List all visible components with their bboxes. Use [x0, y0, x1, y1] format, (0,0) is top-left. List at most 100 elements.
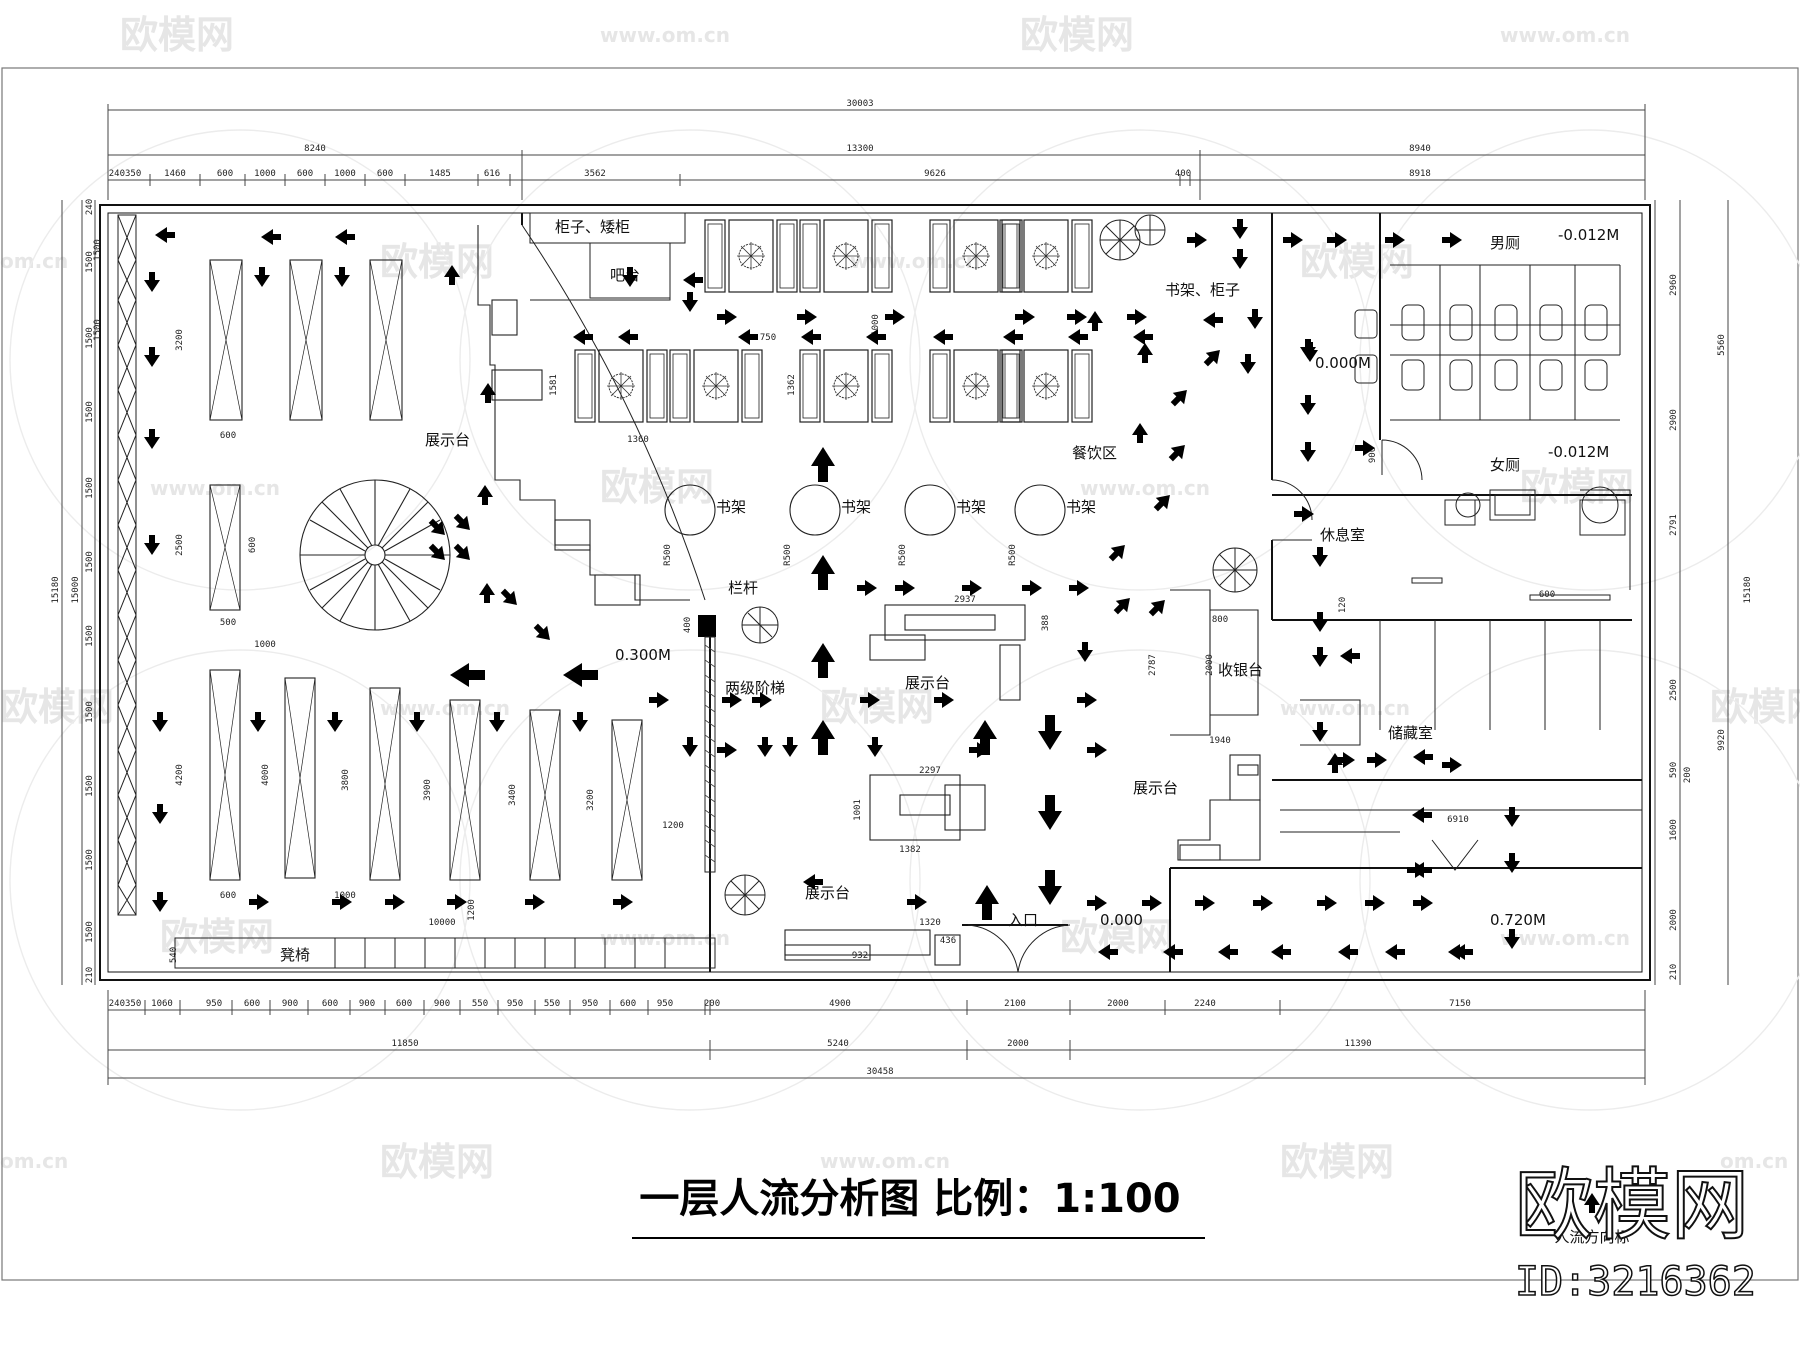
svg-text:欧模网: 欧模网: [1520, 465, 1634, 509]
dimension-label: 15000: [71, 576, 81, 603]
flow-arrow: [1453, 944, 1473, 960]
flow-arrow: [1294, 506, 1314, 522]
dimension-label: 1940: [1209, 736, 1231, 746]
dimension-label: 1600: [1669, 819, 1679, 841]
flow-arrow: [447, 894, 467, 910]
people-flow-arrows: [144, 219, 1520, 960]
plants: [724, 214, 1619, 916]
flow-arrow: [1413, 895, 1433, 911]
dimension-label: 950: [507, 999, 523, 1009]
dimension-label: 1362: [787, 374, 797, 396]
svg-text:om.cn: om.cn: [0, 1149, 68, 1173]
bookshelf-cross: [209, 259, 243, 421]
flow-arrow: [682, 737, 698, 757]
dimension-label: 1460: [164, 169, 186, 179]
flow-arrow-major: [975, 885, 999, 920]
bookshelf-cross: [209, 669, 241, 881]
svg-text:-0.012M: -0.012M: [1558, 226, 1619, 244]
flow-arrow: [530, 620, 556, 646]
flow-arrow: [867, 737, 883, 757]
svg-text:欧模网: 欧模网: [1020, 13, 1134, 57]
dimension-label: 3562: [584, 169, 606, 179]
dimension-label: 1500: [85, 327, 95, 349]
bookshelf-cross: [529, 709, 561, 881]
dimension-label: 7150: [1449, 999, 1471, 1009]
flow-arrow: [1340, 648, 1360, 664]
svg-text:餐饮区: 餐饮区: [1072, 444, 1117, 462]
flow-arrow: [1218, 944, 1238, 960]
dimension-label: 1500: [93, 239, 103, 261]
dimension-label: 540: [169, 947, 179, 963]
restroom-fixtures: [1354, 264, 1621, 481]
flow-arrow: [1253, 895, 1273, 911]
flow-arrow: [613, 894, 633, 910]
flow-arrow: [1312, 647, 1328, 667]
dimension-label: 2900: [1669, 409, 1679, 431]
bookshelf-cross: [369, 687, 401, 881]
svg-text:www.om.cn: www.om.cn: [150, 476, 280, 500]
dimension-label: 2937: [954, 595, 976, 605]
dimension-label: 1000: [334, 891, 356, 901]
flow-arrow: [450, 540, 476, 566]
flow-arrow-major: [1038, 715, 1062, 750]
flow-arrow: [385, 894, 405, 910]
svg-text:女厕: 女厕: [1490, 456, 1520, 474]
flow-arrow: [327, 712, 343, 732]
flow-arrow: [335, 229, 355, 245]
dimension-label: 1500: [85, 775, 95, 797]
flow-arrow: [1137, 343, 1153, 363]
svg-text:书架: 书架: [841, 498, 871, 516]
svg-text:www.om.cn: www.om.cn: [1080, 476, 1210, 500]
dimension-label: 600: [220, 891, 236, 901]
dimension-label: 900: [434, 999, 450, 1009]
dimension-label: 9920: [1717, 729, 1727, 751]
bookshelf-unit: [611, 719, 643, 881]
svg-text:2000: 2000: [1007, 1039, 1029, 1049]
flow-legend: 人流方向标: [1554, 1193, 1630, 1246]
flow-arrow: [1232, 249, 1248, 269]
dimension-label: 210: [1669, 964, 1679, 980]
flow-arrow: [1105, 539, 1131, 565]
dimension-label: 388: [1041, 615, 1051, 631]
dimension-label: 600: [244, 999, 260, 1009]
svg-text:8940: 8940: [1409, 144, 1431, 154]
railing: [698, 615, 716, 873]
flow-arrow: [152, 804, 168, 824]
dimension-label: 2791: [1669, 514, 1679, 536]
flow-arrow: [425, 515, 451, 541]
dimension-label: 2000: [1107, 999, 1129, 1009]
dimension-label: 600: [220, 431, 236, 441]
dimension-label: 4000: [261, 764, 271, 786]
flow-arrow: [757, 737, 773, 757]
dimension-label: 2240: [1194, 999, 1216, 1009]
svg-text:欧模网: 欧模网: [160, 915, 274, 959]
flow-arrow: [717, 742, 737, 758]
dimension-label: 3200: [586, 789, 596, 811]
svg-text:欧模网: 欧模网: [380, 1140, 494, 1184]
svg-text:欧模网: 欧模网: [1710, 685, 1800, 729]
dimension-label: 600: [248, 537, 258, 553]
flow-arrow: [479, 583, 495, 603]
stepped-display: [477, 224, 706, 606]
flow-arrow: [425, 540, 451, 566]
round-bookshelves: [664, 484, 1066, 536]
flow-arrow: [933, 329, 953, 345]
svg-text:收银台: 收银台: [1218, 661, 1263, 679]
svg-text:欧模网: 欧模网: [1300, 240, 1414, 284]
flow-arrow: [1232, 219, 1248, 239]
dimension-label: 6910: [1447, 815, 1469, 825]
flow-arrow: [1317, 895, 1337, 911]
dimension-label: 9626: [924, 169, 946, 179]
flow-arrow: [1203, 312, 1223, 328]
dimension-column-left: 2401500150015001500150015001500150015001…: [51, 199, 95, 983]
flow-arrow: [334, 267, 350, 287]
drawing-title: 一层人流分析图 比例：1:100: [639, 1176, 1180, 1222]
bookshelf-unit: [529, 709, 561, 881]
bookshelf-unit: [209, 259, 243, 421]
svg-text:入口: 入口: [1008, 911, 1038, 929]
dimension-label: 8918: [1409, 169, 1431, 179]
dimension-label: 600: [1539, 590, 1555, 600]
flow-arrow: [155, 227, 175, 243]
svg-text:5240: 5240: [827, 1039, 849, 1049]
